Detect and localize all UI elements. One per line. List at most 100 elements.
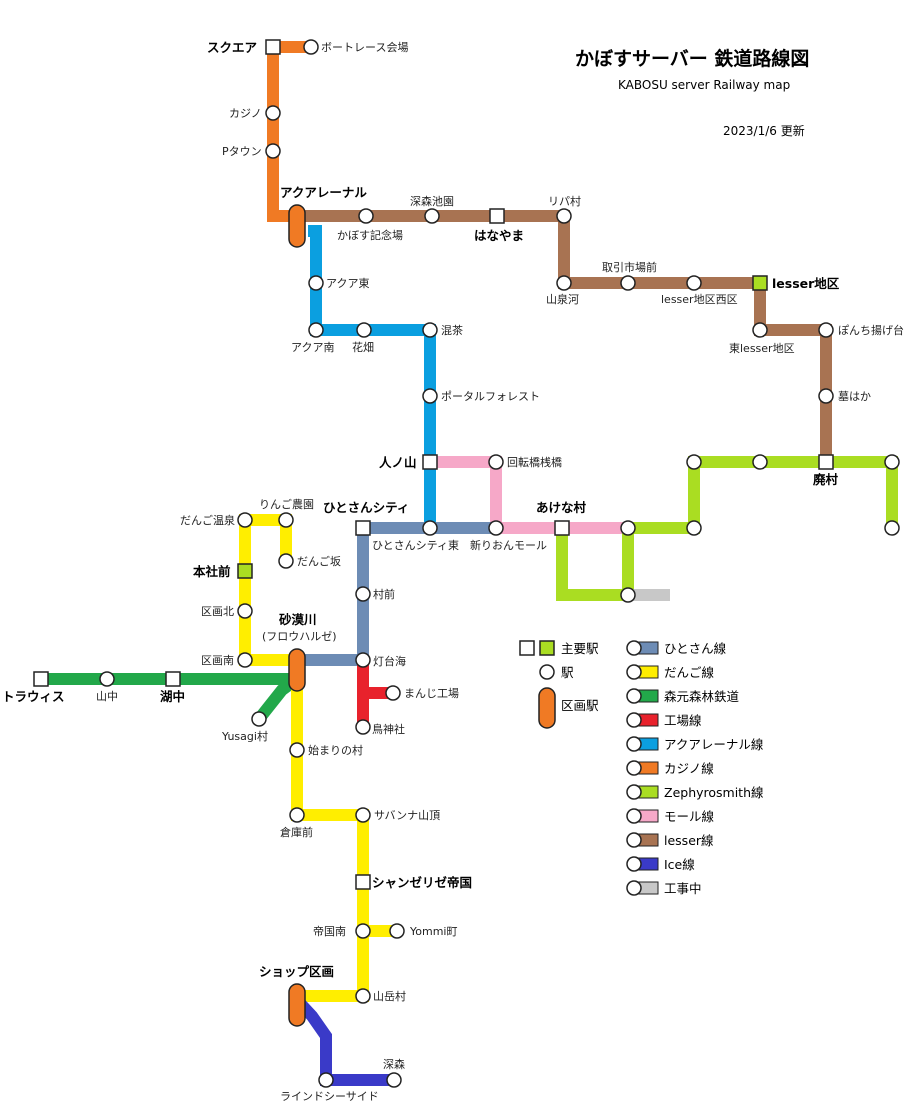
legend-item-lesser: lesser線 <box>626 832 714 848</box>
station-savanna <box>355 807 371 823</box>
station-portal-forest <box>422 388 438 404</box>
label-todaikai: 灯台海 <box>373 654 406 668</box>
label-kabosu-kinenjo: かぼす記念場 <box>337 228 403 242</box>
legend-item-mall: モール線 <box>626 808 715 824</box>
station-kukaku-minami <box>237 652 253 668</box>
track-lesser-main <box>297 210 832 462</box>
station-zephyro-1 <box>620 520 636 536</box>
station-yusagi <box>251 711 267 727</box>
station-yamanaka <box>99 671 115 687</box>
label-casino: カジノ <box>229 107 262 120</box>
station-kabosu-kinenjo <box>358 208 374 224</box>
station-zephyro-4 <box>752 454 768 470</box>
station-hakaba <box>818 388 834 404</box>
station-hitosan-city-east <box>422 520 438 536</box>
legend-section-label: 区画駅 <box>561 698 599 713</box>
label-blind-seaside: ラインドシーサイド <box>280 1090 379 1103</box>
map-title: かぼすサーバー 鉄道路線図 <box>575 48 810 70</box>
label-boatrace: ボートレース会場 <box>321 41 408 54</box>
station-trawis <box>33 671 49 687</box>
legend-station-marker <box>626 760 642 776</box>
station-dango-zaka <box>278 553 294 569</box>
station-fukamori <box>386 1072 402 1088</box>
legend-line-label-zephyro: Zephyrosmith線 <box>664 785 764 800</box>
legend-line-label-ice: Ice線 <box>664 857 695 872</box>
station-akena <box>554 520 570 536</box>
label-aqua-south: アクア南 <box>291 341 334 354</box>
station-hanayama <box>489 208 505 224</box>
legend-item-zephyro: Zephyrosmith線 <box>626 784 764 800</box>
label-kukaku-minami: 区画南 <box>201 654 234 667</box>
legend-major-white <box>519 640 535 656</box>
label-torigami: 鳥神社 <box>372 722 405 736</box>
legend-item-aqua: アクアレーナル線 <box>626 736 764 752</box>
map-subtitle: KABOSU server Railway map <box>618 78 791 92</box>
label-honsha-mae: 本社前 <box>193 564 231 579</box>
label-lesser-west: lesser地区西区 <box>661 293 738 306</box>
station-hajimari <box>289 742 305 758</box>
label-sangaku: 山岳村 <box>373 989 406 1003</box>
label-yamaizumi: 山泉河 <box>546 292 579 306</box>
label-ripa: リパ村 <box>548 194 581 208</box>
legend-station-marker <box>626 784 642 800</box>
label-hakaba: 墓はか <box>838 390 871 403</box>
station-ptown <box>265 143 281 159</box>
station-lesser-district <box>752 275 768 291</box>
label-aqua-east: アクア東 <box>326 277 369 290</box>
station-champs <box>355 874 371 890</box>
label-layer: スクエア ボートレース会場 カジノ Pタウン アクアレーナル かぼす記念場 深森… <box>2 40 904 1103</box>
label-manji: まんじ工場 <box>404 687 459 700</box>
label-lesser-district: lesser地区 <box>772 276 840 291</box>
track-zephyro-east <box>628 456 898 534</box>
station-torihiki <box>620 275 636 291</box>
label-sabakugawa: 砂漠川 <box>278 612 317 627</box>
station-yamaizumi <box>556 275 572 291</box>
legend-station-marker <box>626 736 642 752</box>
label-trawis: トラウィス <box>2 689 65 704</box>
track-casino <box>267 41 311 222</box>
label-kaiten: 回転橋桟橋 <box>507 455 562 469</box>
station-boatrace <box>303 39 319 55</box>
legend-line-list: ひとさん線だんご線森元森林鉄道工場線アクアレーナル線カジノ線Zephyrosmi… <box>626 640 764 896</box>
legend-station-marker <box>626 712 642 728</box>
label-shop-kukaku: ショップ区画 <box>259 964 334 979</box>
label-portal-forest: ポータルフォレスト <box>441 390 540 403</box>
station-zephyro-6 <box>884 520 900 536</box>
legend-line-label-morimoto: 森元森林鉄道 <box>664 689 740 704</box>
station-blind-seaside <box>318 1072 334 1088</box>
station-kaiten <box>488 454 504 470</box>
legend-item-koujou: 工場線 <box>626 712 702 728</box>
update-date: 2023/1/6 更新 <box>723 124 805 138</box>
label-hitonoyama: 人ノ山 <box>379 455 417 470</box>
track-aqua <box>308 225 436 528</box>
label-konaka: 湖中 <box>160 689 185 704</box>
station-ringo <box>278 512 294 528</box>
legend-line-label-construction: 工事中 <box>664 881 702 896</box>
legend-station-marker <box>626 856 642 872</box>
legend-line-label-koujou: 工場線 <box>664 713 702 728</box>
label-dango-onsen: だんご温泉 <box>180 513 235 527</box>
station-haison <box>818 454 834 470</box>
station-ponchi <box>818 322 834 338</box>
label-yommi: Yommi町 <box>409 925 457 938</box>
station-teikoku-minami <box>355 923 371 939</box>
station-sangaku <box>355 988 371 1004</box>
track-layer <box>41 41 898 1086</box>
station-shop-kukaku <box>288 983 306 1027</box>
station-fukamori-chikoku <box>424 208 440 224</box>
station-sabakugawa <box>288 648 306 692</box>
label-haison: 廃村 <box>813 472 839 487</box>
legend-station-marker <box>626 664 642 680</box>
label-hitosan-city-east: ひとさんシティ東 <box>372 539 459 552</box>
station-manji <box>385 685 401 701</box>
legend-item-casino: カジノ線 <box>626 760 714 776</box>
legend-station-marker <box>626 640 642 656</box>
legend-major-green <box>539 640 555 656</box>
station-ripa <box>556 208 572 224</box>
label-torihiki: 取引市場前 <box>602 260 657 274</box>
station-aqua-south <box>308 322 324 338</box>
label-hanayama: はなやま <box>474 228 524 243</box>
label-fukamori: 深森 <box>383 1057 405 1071</box>
station-konaka <box>165 671 181 687</box>
